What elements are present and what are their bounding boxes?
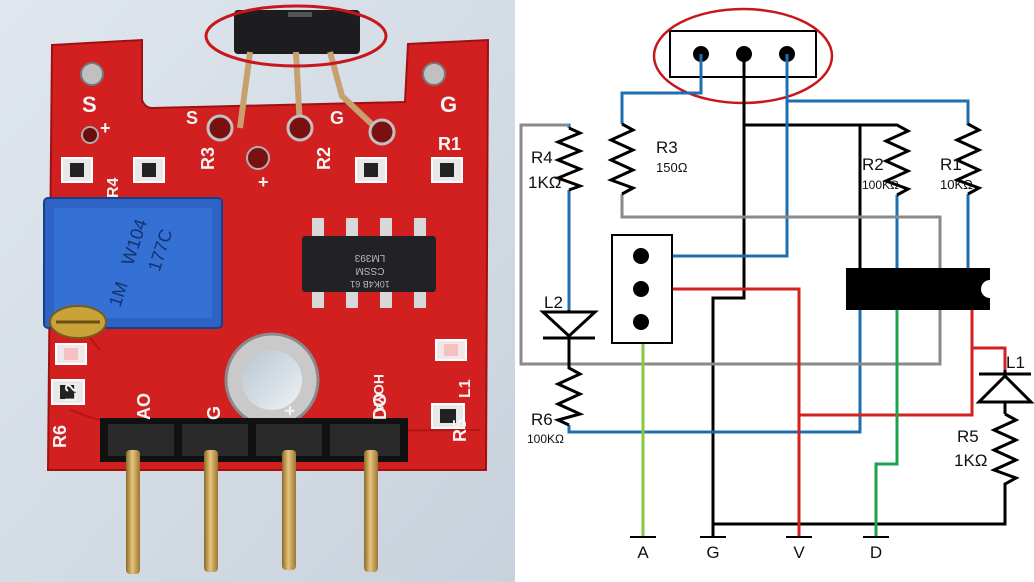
label-r2-name: R2 xyxy=(862,155,884,174)
silk-l2: L2 xyxy=(63,383,80,402)
resistor-r4 xyxy=(553,126,585,192)
label-r6-name: R6 xyxy=(531,410,553,429)
silk-plus-pin: + xyxy=(280,405,300,416)
silk-r5: R5 xyxy=(450,419,470,442)
silk-plus-left: + xyxy=(100,118,111,138)
black-wires xyxy=(711,54,1007,536)
pcb-board xyxy=(46,38,490,471)
silk-r3: R3 xyxy=(198,147,218,170)
lm393-ic: LM393 CSSM 10K4B 61 xyxy=(302,218,436,308)
smd-r3 xyxy=(133,157,165,183)
silk-g-right: G xyxy=(440,92,457,117)
silk-s-mid: S xyxy=(186,108,198,128)
header-pins xyxy=(100,418,408,574)
silk-g-mid: G xyxy=(330,108,344,128)
silk-plus-mid: + xyxy=(258,172,269,192)
digital-output-wire xyxy=(874,310,899,536)
schematic-diagram: R4 1KΩ R3 150Ω R2 100KΩ R1 10KΩ L2 L1 R6… xyxy=(515,0,1034,582)
label-r5-name: R5 xyxy=(957,427,979,446)
smd-r4 xyxy=(61,157,93,183)
pin-label-v: V xyxy=(793,543,805,562)
pin-label-g: G xyxy=(706,543,719,562)
header-pin-ao xyxy=(126,450,140,574)
corner-pad-left xyxy=(80,62,104,86)
silk-r2: R2 xyxy=(314,147,334,170)
silk-g-pin: G xyxy=(204,406,224,420)
silk-r4: R4 xyxy=(105,177,122,198)
resistor-r1 xyxy=(953,122,983,196)
smd-r5 xyxy=(431,403,465,429)
label-l2: L2 xyxy=(544,293,563,312)
label-r3-value: 150Ω xyxy=(656,160,688,175)
highlight-circle-photo xyxy=(204,4,388,68)
label-r2-value: 100KΩ xyxy=(862,178,899,192)
comparator-ic xyxy=(846,268,990,310)
resistor-r2 xyxy=(882,123,912,197)
label-r4-value: 1KΩ xyxy=(528,173,562,192)
ic-marking-line-3: 10K4B 61 xyxy=(350,279,390,289)
resistor-r3 xyxy=(607,122,637,196)
red-wires xyxy=(652,287,1007,536)
smd-r2 xyxy=(355,157,387,183)
label-r5-value: 1KΩ xyxy=(954,451,988,470)
silk-r1: R1 xyxy=(438,134,461,154)
label-r6-value: 100KΩ xyxy=(527,432,564,446)
ic-marking-line-1: LM393 xyxy=(354,252,385,263)
ic-marking-line-2: CSSM xyxy=(356,265,385,276)
sensor-module-photo: LM393 CSSM 10K4B 61 W104 177C 1M xyxy=(0,0,515,582)
smd-r1 xyxy=(431,157,463,183)
resistor-r5 xyxy=(990,412,1020,500)
led-l1 xyxy=(975,370,1034,414)
corner-pad-right xyxy=(422,62,446,86)
resistor-r6 xyxy=(553,362,585,427)
pin-label-d: D xyxy=(870,543,882,562)
header-pin-do xyxy=(364,450,378,572)
silk-s-left: S xyxy=(82,92,97,117)
hall-sensor-leg-right xyxy=(327,51,381,133)
silk-r6: R6 xyxy=(50,425,70,448)
label-r4-name: R4 xyxy=(531,148,553,167)
led-l2 xyxy=(539,310,599,362)
smd-led-l1 xyxy=(435,339,467,361)
header-pin-g xyxy=(204,450,218,572)
silk-do: DO xyxy=(370,393,390,420)
hall-sensor-leg-left xyxy=(237,51,253,129)
silk-ao: AO xyxy=(134,393,154,420)
smd-led-l2 xyxy=(55,343,87,365)
label-l1: L1 xyxy=(1006,353,1025,372)
potentiometer: W104 177C 1M xyxy=(43,197,223,339)
label-r1-value: 10KΩ xyxy=(940,177,973,192)
smd-r6 xyxy=(51,379,85,405)
silk-brand: HOYA xyxy=(371,374,387,413)
label-r3-name: R3 xyxy=(656,138,678,157)
pin-label-a: A xyxy=(637,543,649,562)
gray-wires xyxy=(519,123,942,366)
label-r1-name: R1 xyxy=(940,155,962,174)
hall-sensor-body xyxy=(234,10,360,54)
silk-l1: L1 xyxy=(457,379,474,398)
header-pin-plus xyxy=(282,450,296,570)
